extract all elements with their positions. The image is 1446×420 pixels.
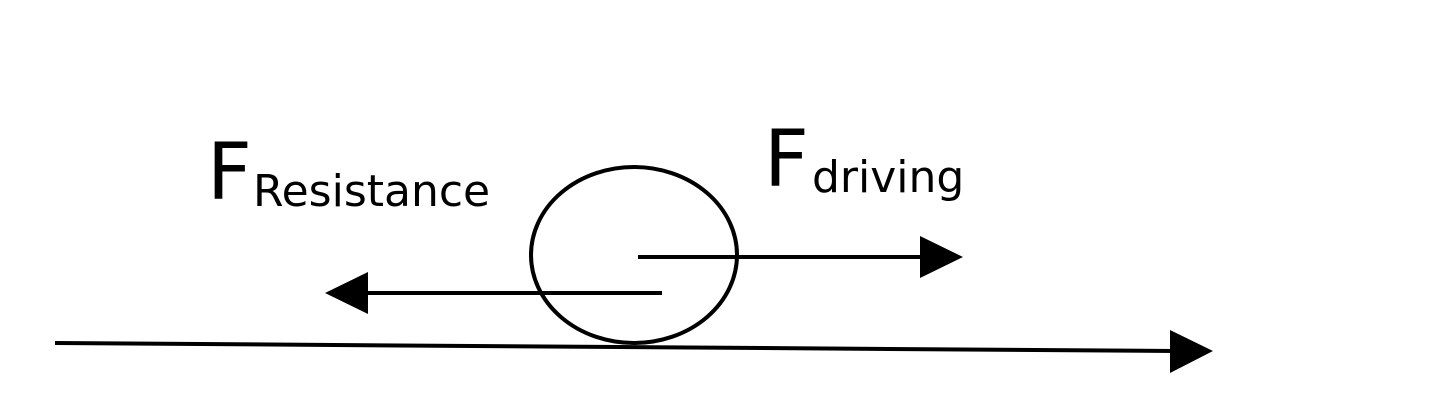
- resistance-label: F Resistance: [207, 128, 490, 218]
- ground-arrowhead: [1170, 330, 1213, 373]
- driving-arrowhead: [920, 236, 963, 278]
- driving-label-subscript: driving: [812, 152, 964, 203]
- ground-line: [54, 341, 1176, 353]
- driving-label-symbol: F: [764, 115, 809, 205]
- resistance-label-symbol: F: [207, 128, 252, 218]
- resistance-label-subscript: Resistance: [253, 166, 490, 217]
- driving-label: F driving: [764, 115, 964, 205]
- resistance-arrowhead: [325, 272, 368, 314]
